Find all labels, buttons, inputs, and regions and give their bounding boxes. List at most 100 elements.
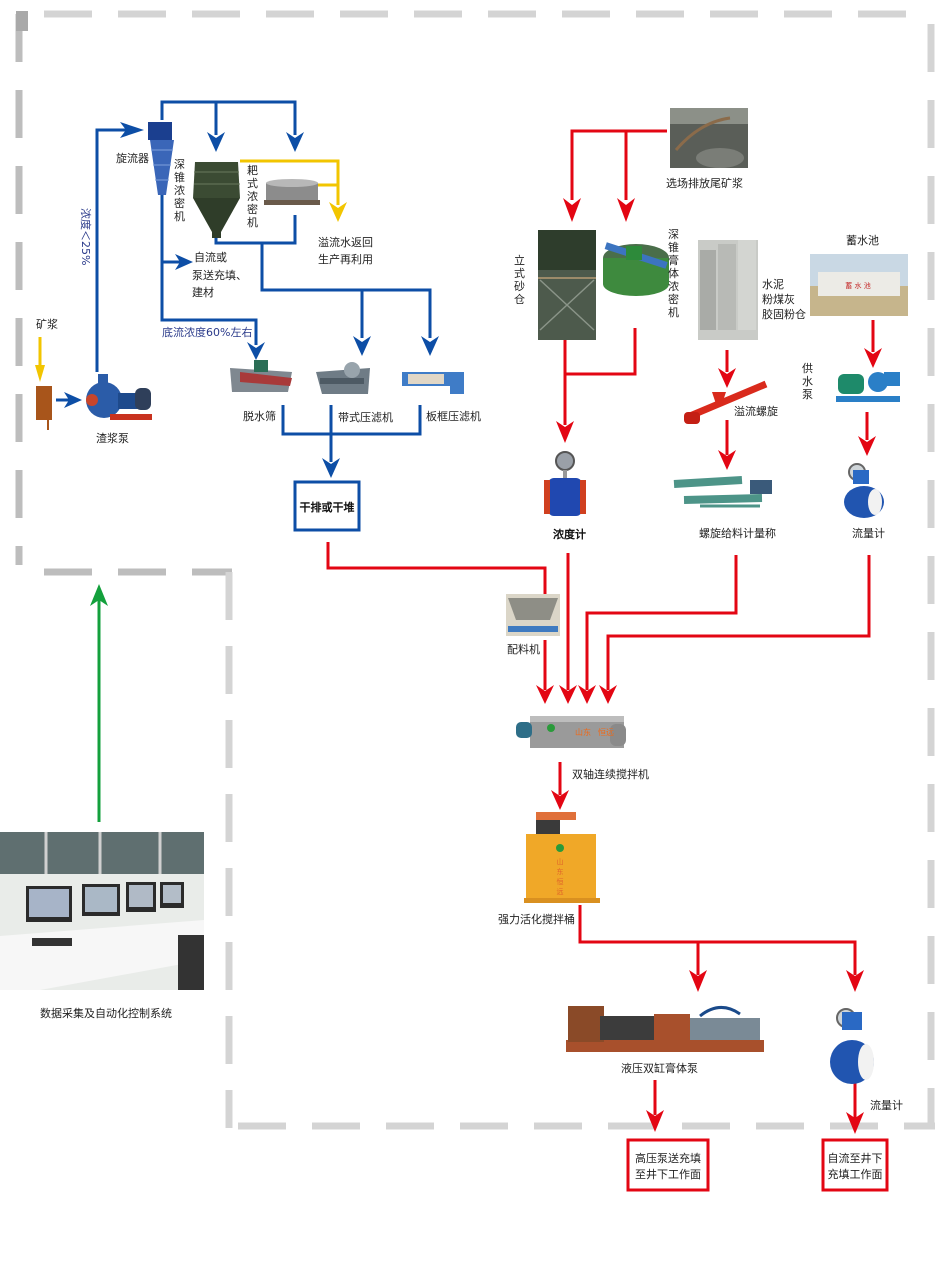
yellow-flow-lines: [38, 159, 340, 370]
output-gravity-label-1: 自流至井下: [828, 1151, 883, 1165]
activation-tank-label: 强力活化搅拌桶: [498, 912, 575, 926]
hydraulic-pump-label: 液压双缸膏体泵: [621, 1061, 698, 1075]
arrowhead: [578, 685, 596, 704]
overflow-screw-label: 溢流螺旋: [734, 404, 778, 418]
cement-silo-label-1: 水泥: [762, 278, 784, 291]
paste-thickener-label: 深锥膏体浓密机: [668, 228, 679, 319]
svg-text:东: 东: [557, 867, 564, 876]
belt-filter-label: 带式压滤机: [338, 410, 393, 424]
overflow-return-label-1: 溢流水返回: [318, 235, 373, 249]
arrowhead: [617, 198, 635, 222]
screw-feeder-scale-image: [673, 476, 772, 508]
reservoir-image: 蓄 水 池: [810, 254, 908, 316]
arrowhead: [559, 685, 577, 704]
arrowhead: [247, 342, 265, 360]
flow-meter-1-image: [844, 463, 884, 518]
cement-silo-label-2: 粉煤灰: [762, 292, 795, 306]
red-flow-lines: [326, 129, 875, 1118]
batcher-image: [506, 594, 560, 636]
arrowhead: [864, 348, 882, 368]
batcher-label: 配料机: [507, 642, 540, 656]
self-flow-label-1: 自流或: [194, 250, 227, 264]
hydraulic-pump-image: [566, 1006, 764, 1052]
red-arrowheads: [536, 198, 882, 1134]
arrowhead: [120, 122, 144, 138]
output-pumped-label-2: 至井下工作面: [635, 1167, 701, 1181]
overflow-return-label-2: 生产再利用: [318, 252, 373, 266]
water-pump-label: 供水泵: [802, 361, 813, 401]
arrowhead: [646, 1110, 664, 1132]
activation-tank-image: 山 东 恒 远: [524, 812, 600, 903]
plate-filter-label: 板框压滤机: [426, 409, 481, 423]
screw-feeder-scale-label: 螺旋给料计量称: [699, 526, 776, 540]
self-flow-label-3: 建材: [192, 285, 214, 299]
density-meter-image: [544, 451, 586, 516]
dry-stack-box: [293, 480, 361, 532]
concentration-note: 浓度＜25%: [79, 208, 93, 265]
arrowhead: [207, 132, 225, 152]
dewatering-screen-label: 脱水筛: [243, 409, 276, 423]
mixer-brand-1: 山东: [575, 727, 591, 737]
border-corner: [16, 11, 28, 31]
dry-stack-label: 干排或干堆: [300, 500, 355, 514]
svg-text:远: 远: [557, 888, 564, 896]
mixer-brand-2: 恒远: [598, 727, 614, 737]
arrowhead: [329, 202, 347, 222]
density-meter-label: 浓度计: [553, 527, 586, 541]
self-flow-label-2: 泵送充填、: [192, 268, 247, 282]
svg-text:蓄 水 池: 蓄 水 池: [845, 281, 870, 290]
twin-shaft-mixer-label: 双轴连续搅拌机: [572, 767, 649, 781]
blue-arrowheads: [64, 122, 439, 478]
arrowhead: [90, 584, 108, 606]
blue-flow-lines: [56, 100, 432, 462]
arrowhead: [846, 970, 864, 992]
arrowhead: [563, 198, 581, 222]
flow-meter-2-image: [830, 1008, 874, 1084]
arrowhead: [322, 458, 340, 478]
control-system-label: 数据采集及自动化控制系统: [40, 1006, 172, 1020]
slurry-pump-image: [86, 374, 152, 420]
arrowhead: [421, 336, 439, 356]
svg-text:恒: 恒: [557, 877, 564, 886]
output-pumped-label-1: 高压泵送充填: [635, 1151, 701, 1165]
flow-meter-1-label: 流量计: [852, 526, 885, 540]
green-flow-line: [90, 584, 108, 822]
arrowhead: [846, 1112, 864, 1134]
dashed-border: [15, 10, 935, 1130]
arrowhead: [556, 421, 574, 443]
water-pump-image: [836, 372, 900, 402]
rake-thickener-image: [264, 179, 320, 205]
cement-silo-label-3: 胶固粉仓: [762, 307, 806, 321]
cement-silo-image: [698, 240, 758, 340]
arrowhead: [35, 365, 45, 382]
plate-filter-image: [402, 372, 464, 394]
vertical-sand-silo-image: [538, 230, 596, 340]
arrowhead: [718, 450, 736, 470]
output-gravity-box: [821, 1138, 889, 1192]
svg-text:山: 山: [557, 857, 564, 866]
ore-slurry-label: 矿浆: [36, 317, 58, 331]
arrowhead: [858, 436, 876, 456]
output-pumped-box: [626, 1138, 710, 1192]
flow-meter-2-label: 流量计: [870, 1098, 903, 1112]
tailings-source-image: [670, 108, 748, 168]
overflow-screw-image: [684, 380, 768, 424]
reservoir-label: 蓄水池: [846, 234, 879, 247]
deep-cone-thickener-image: [193, 162, 240, 238]
twin-shaft-mixer-image: 山东 恒远: [516, 716, 626, 748]
arrowhead: [286, 132, 304, 152]
deep-cone-thickener-label: 深锥浓密机: [174, 158, 185, 223]
arrowhead: [353, 336, 371, 356]
hydrocyclone-label: 旋流器: [116, 151, 149, 165]
underflow-note: 底流浓度60%左右: [162, 325, 252, 339]
arrowhead: [718, 368, 736, 388]
hydrocyclone-image: [148, 122, 174, 195]
arrowhead: [599, 685, 617, 704]
paste-thickener-image: [603, 242, 669, 296]
belt-filter-image: [316, 362, 370, 394]
control-room-image: [0, 832, 204, 990]
arrowhead: [689, 970, 707, 992]
arrowhead: [536, 685, 554, 704]
arrowhead: [175, 254, 193, 270]
